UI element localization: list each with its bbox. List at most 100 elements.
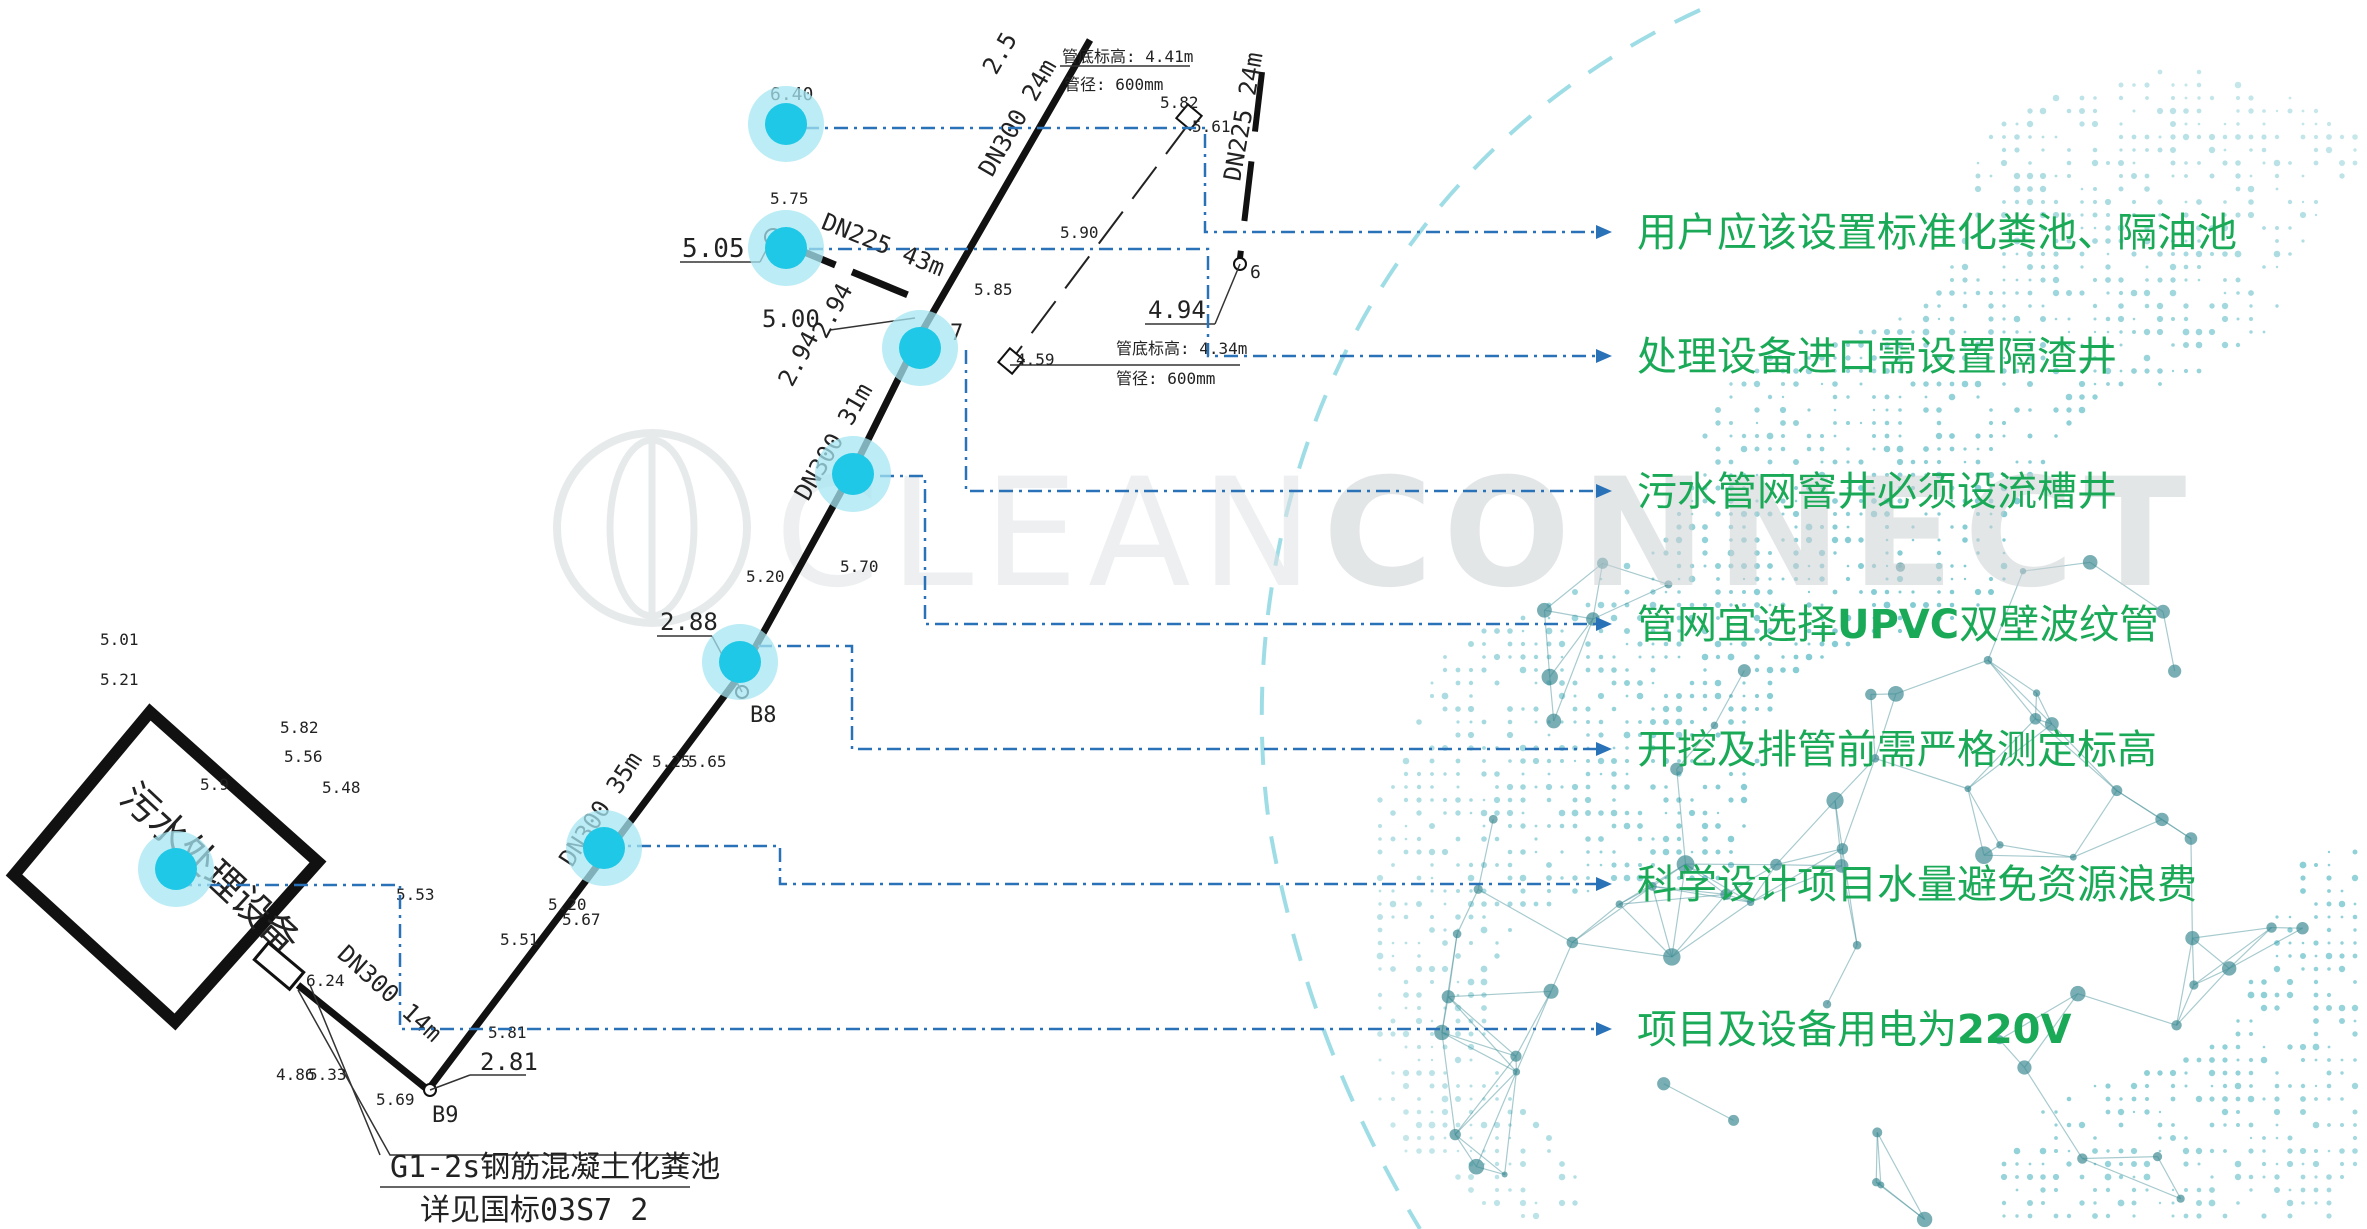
globe-dot (2157, 368, 2163, 374)
globe-dot (2143, 328, 2151, 336)
globe-dot (1663, 550, 1669, 556)
globe-dot (1975, 459, 1981, 465)
globe-dot (2184, 239, 2188, 243)
globe-dot (1871, 563, 1877, 569)
globe-dot (1897, 472, 1903, 478)
globe-dot (1727, 861, 1735, 869)
globe-link (1834, 757, 1876, 802)
globe-dot (2028, 278, 2032, 282)
globe-dot (2027, 290, 2033, 296)
globe-link (1652, 885, 1751, 903)
globe-dot (2079, 95, 2085, 101)
globe-dot (1820, 382, 1824, 386)
globe-dot (1416, 901, 1422, 907)
globe-dot (1975, 212, 1981, 218)
globe-dot (2209, 1057, 2215, 1063)
globe-dot (1532, 1212, 1540, 1220)
globe-dot (1390, 966, 1396, 972)
globe-node (1872, 1178, 1881, 1187)
globe-dot (1832, 394, 1838, 400)
globe-link (1676, 725, 1715, 770)
globe-dot (1728, 719, 1734, 725)
globe-link (1671, 894, 1727, 958)
globe-dot (2260, 1056, 2268, 1064)
globe-dot (2288, 96, 2292, 100)
globe-dot (1612, 746, 1616, 750)
globe-dot (1807, 590, 1811, 594)
globe-dot (1767, 511, 1773, 517)
globe-dot (1961, 380, 1969, 388)
globe-dot (1974, 341, 1982, 349)
globe-dot (1872, 395, 1876, 399)
globe-dot (1884, 368, 1890, 374)
globe-dot (1676, 797, 1682, 803)
globe-dot (1495, 941, 1499, 945)
globe-dot (1391, 1071, 1395, 1075)
globe-dot (2014, 147, 2020, 153)
globe-dot (2144, 82, 2150, 88)
globe-dot (2170, 1096, 2176, 1102)
globe-dot (1482, 1084, 1486, 1088)
globe-dot (1520, 784, 1526, 790)
globe-dot (1546, 641, 1552, 647)
note-5: 开挖及排管前需严格测定标高 (1637, 727, 2157, 773)
globe-dot (1662, 848, 1670, 856)
globe-dot (2079, 251, 2085, 257)
globe-dot (2208, 133, 2216, 141)
globe-dot (2183, 264, 2189, 270)
globe-dot (2052, 1173, 2060, 1181)
globe-node (2029, 712, 2042, 725)
globe-dot (1558, 692, 1566, 700)
globe-dot (1519, 1199, 1527, 1207)
globe-node (2077, 1153, 2088, 1164)
globe-dot (1480, 926, 1488, 934)
globe-dot (1989, 174, 1993, 178)
globe-dot (1819, 576, 1825, 582)
globe-dot (2119, 1162, 2123, 1166)
globe-dot (1430, 1110, 1434, 1114)
globe-dot (2105, 1096, 2111, 1102)
globe-dot (1521, 707, 1525, 711)
globe-dot (1740, 796, 1748, 804)
globe-dot (1468, 992, 1474, 998)
globe-dot (2183, 1161, 2189, 1167)
globe-dot (2325, 952, 2333, 960)
globe-dot (1741, 563, 1747, 569)
globe-dot (2026, 120, 2034, 128)
globe-dot (1729, 694, 1733, 698)
globe-dot (2080, 265, 2084, 269)
globe-dot (2274, 1187, 2280, 1193)
globe-dot (1546, 862, 1552, 868)
globe-dot (2117, 315, 2125, 323)
globe-dot (1950, 473, 1954, 477)
globe-dot (1936, 355, 1942, 361)
globe-dot (2275, 239, 2279, 243)
globe-dot (2248, 290, 2254, 296)
globe-dot (2287, 1135, 2293, 1141)
globe-dot (1560, 785, 1564, 789)
globe-dot (1923, 602, 1929, 608)
globe-dot (2223, 122, 2227, 126)
globe-dot (2327, 1123, 2331, 1127)
globe-dot (1742, 603, 1746, 607)
globe-dot (2221, 302, 2229, 310)
globe-dot (1859, 369, 1863, 373)
globe-dot (2028, 330, 2032, 334)
globe-dot (1729, 538, 1733, 542)
globe-dot (2235, 1070, 2241, 1076)
globe-dot (2196, 1213, 2202, 1219)
globe-dot (1391, 889, 1395, 893)
globe-dot (2353, 941, 2357, 945)
globe-dot (2001, 472, 2007, 478)
globe-dot (1662, 757, 1670, 765)
globe-node (1657, 1077, 1671, 1091)
globe-dot (2248, 1057, 2254, 1063)
globe-dot (2235, 95, 2241, 101)
globe-dot (2053, 251, 2059, 257)
globe-dot (2195, 1095, 2203, 1103)
globe-dot (1884, 342, 1890, 348)
globe-dot (1833, 434, 1837, 438)
globe-link (1447, 933, 1458, 997)
globe-dot (1831, 640, 1839, 648)
globe-dot (2195, 1147, 2203, 1155)
